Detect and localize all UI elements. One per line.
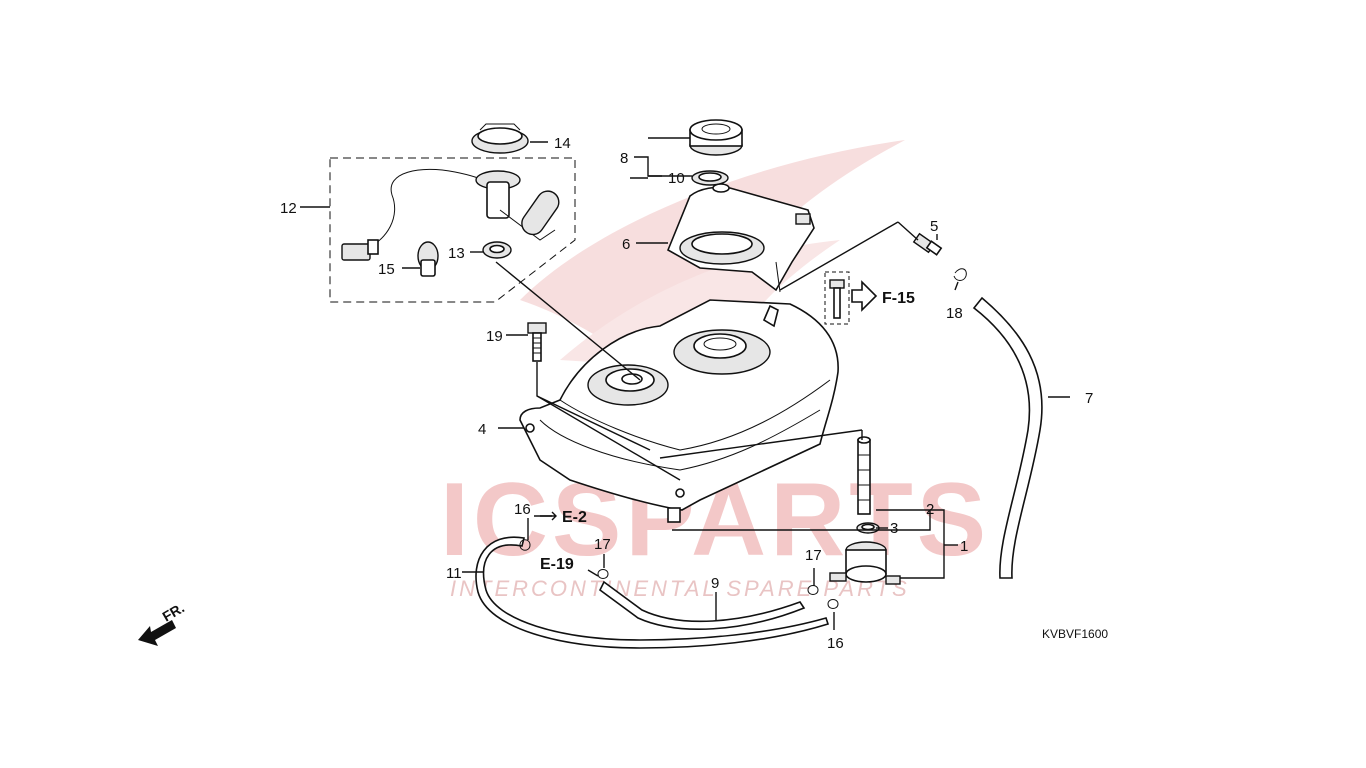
clip-16-upper xyxy=(519,539,531,551)
fuel-cap-8 xyxy=(689,119,743,156)
clip-16-lower xyxy=(827,599,839,609)
group-12-dashed-box xyxy=(329,157,576,303)
ref-e2: E-2 xyxy=(562,509,587,526)
callout-17-right: 17 xyxy=(805,547,822,564)
callout-6: 6 xyxy=(622,236,630,253)
lock-ring-14 xyxy=(471,123,529,154)
callout-16-upper: 16 xyxy=(514,501,531,518)
pump-float xyxy=(521,190,560,236)
pump-float-arm xyxy=(499,209,556,241)
callout-2: 2 xyxy=(926,501,934,518)
callout-labels: 14 12 13 15 8 10 6 5 18 7 19 4 2 3 1 16 … xyxy=(280,135,1093,652)
callout-12: 12 xyxy=(280,200,297,217)
fuel-valve-1 xyxy=(829,541,901,585)
pump-connector xyxy=(341,243,371,261)
bolt-19 xyxy=(527,322,547,362)
callout-8: 8 xyxy=(620,150,628,167)
callout-7: 7 xyxy=(1085,390,1093,407)
pump-body xyxy=(486,181,510,219)
clip-17-right xyxy=(807,585,819,595)
front-label: FR. xyxy=(160,599,188,624)
clip-15-body xyxy=(420,259,436,277)
callout-18: 18 xyxy=(946,305,963,322)
leader-lines xyxy=(300,137,1070,630)
diagram-code: KVBVF1600 xyxy=(1042,627,1108,641)
callout-16-lower: 16 xyxy=(827,635,844,652)
callout-11: 11 xyxy=(446,565,462,582)
cap-gasket-10 xyxy=(691,170,729,186)
fuel-pump-group xyxy=(329,157,576,303)
clip-17-left xyxy=(597,569,609,579)
hose-9 xyxy=(598,580,806,630)
f15-dashed-box xyxy=(824,271,850,325)
fuel-tray-6 xyxy=(666,183,815,293)
seal-13-hole xyxy=(489,244,505,254)
callout-5: 5 xyxy=(930,218,938,235)
callout-1: 1 xyxy=(960,538,968,555)
front-direction-indicator: FR. xyxy=(138,599,187,646)
fuel-tank-4 xyxy=(519,299,839,523)
callout-4: 4 xyxy=(478,421,486,438)
callout-14: 14 xyxy=(554,135,571,152)
hose-11 xyxy=(475,536,830,649)
pump-connector-tip xyxy=(367,239,379,255)
callout-9: 9 xyxy=(711,575,719,592)
callout-19: 19 xyxy=(486,328,503,345)
clip-18 xyxy=(953,268,967,281)
breather-fitting-5 xyxy=(912,232,943,256)
fuel-filter-2 xyxy=(857,436,871,515)
callout-17-left: 17 xyxy=(594,536,611,553)
callout-13: 13 xyxy=(448,245,465,262)
bolt-f15 xyxy=(824,271,878,325)
pump-wire xyxy=(359,168,488,253)
hose-7 xyxy=(972,296,1043,579)
ref-e2-arrow xyxy=(540,511,557,521)
ref-f15: F-15 xyxy=(882,290,915,307)
callout-10: 10 xyxy=(668,170,685,187)
o-ring-3 xyxy=(856,522,880,534)
callout-15: 15 xyxy=(378,261,395,278)
f15-arrow xyxy=(851,280,878,312)
front-arrow-icon xyxy=(138,620,176,646)
ref-e19: E-19 xyxy=(540,556,574,573)
callout-3: 3 xyxy=(890,520,898,537)
